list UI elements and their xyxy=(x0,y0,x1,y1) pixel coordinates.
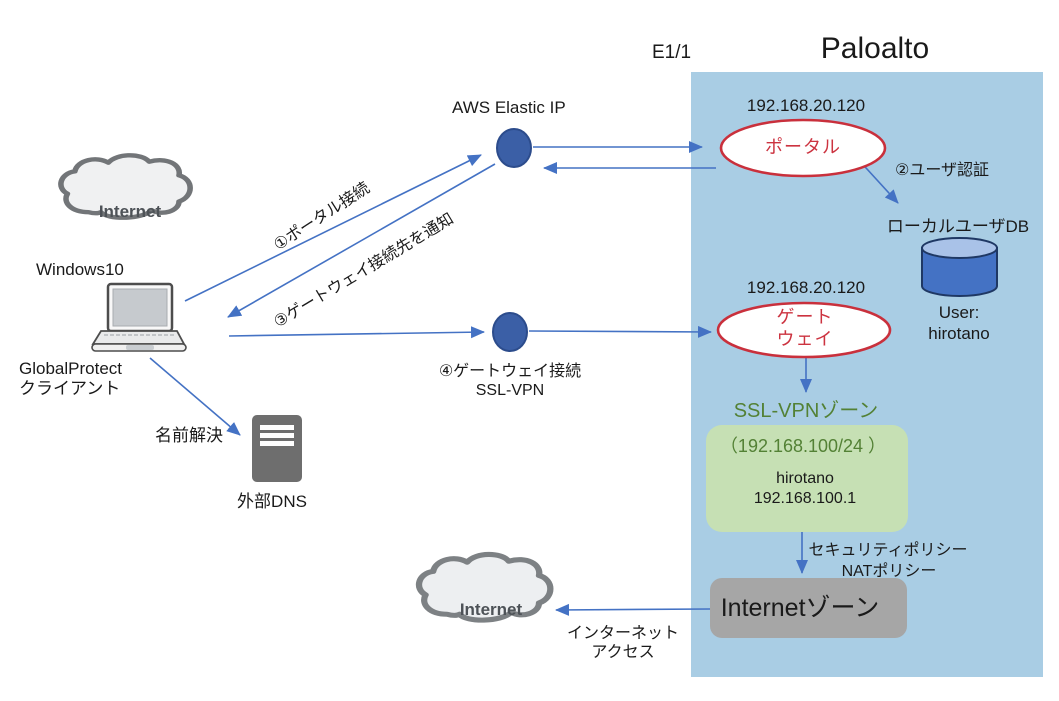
gateway-ip-label: 192.168.20.120 xyxy=(746,278,866,297)
userdb-user-label: User: hirotano xyxy=(928,302,989,344)
internet-access-line1: インターネット xyxy=(566,625,680,642)
internet-cloud-top-label: Internet xyxy=(98,202,162,221)
internet-zone-box xyxy=(710,578,907,638)
globalprotect-line1: GlobalProtect xyxy=(19,359,122,378)
sslvpn-zone-title: SSL-VPNゾーン xyxy=(733,400,879,422)
dns-label: 外部DNS xyxy=(237,492,307,511)
interface-label: E1/1 xyxy=(652,42,692,63)
portal-ip-label: 192.168.20.120 xyxy=(746,96,866,115)
flow4-laptop-to-gateway-node xyxy=(228,326,485,339)
aws-elastic-ip-label: AWS Elastic IP xyxy=(452,98,566,117)
windows10-label: Windows10 xyxy=(36,260,124,279)
flow1-label: ①ポータル接続 xyxy=(271,179,373,255)
gateway-line2: ウェイ xyxy=(776,329,834,349)
sslvpn-user-label: hirotano xyxy=(776,470,834,487)
laptop-icon xyxy=(91,282,187,352)
globalprotect-client-label: GlobalProtect クライアント xyxy=(19,359,122,399)
flow4-line2: SSL-VPN xyxy=(475,382,545,399)
internet-access-line2: アクセス xyxy=(591,644,655,661)
flow4-node-to-gateway xyxy=(528,325,712,338)
internet-access-label: インターネット アクセス xyxy=(567,624,679,662)
dns-action-label: 名前解決 xyxy=(155,426,223,445)
userdb-user-line1: User: xyxy=(938,303,980,322)
flow-internet-zone-to-cloud xyxy=(555,603,711,616)
security-policy-label: セキュリティポリシー xyxy=(808,542,968,559)
page-title: Paloalto xyxy=(820,32,930,65)
nat-policy-label: NATポリシー xyxy=(841,563,937,580)
dns-server-icon xyxy=(252,415,302,482)
internet-cloud-bottom-label: Internet xyxy=(459,600,523,619)
gateway-line1: ゲート xyxy=(776,307,834,327)
sslvpn-ip-label: 192.168.100.1 xyxy=(753,490,857,507)
internet-zone-label: Internetゾーン xyxy=(720,594,880,622)
portal-label: ポータル xyxy=(765,137,841,157)
elastic-ip-node-portal xyxy=(496,128,532,168)
flow-laptop-to-dns xyxy=(149,357,241,436)
elastic-ip-node-gateway xyxy=(492,312,528,352)
userdb-label: ローカルユーザDB xyxy=(886,217,1030,236)
flow2-label: ②ユーザ認証 xyxy=(895,162,990,179)
flow4-line1: ④ゲートウェイ接続 xyxy=(438,363,582,380)
sslvpn-zone-box xyxy=(706,425,908,532)
gateway-label: ゲート ウェイ xyxy=(777,306,834,350)
flow4-label: ④ゲートウェイ接続 SSL-VPN xyxy=(439,362,581,400)
globalprotect-line2: クライアント xyxy=(19,379,121,398)
sslvpn-subnet-label: （192.168.100/24 ） xyxy=(719,436,887,456)
userdb-user-line2: hirotano xyxy=(928,324,990,343)
